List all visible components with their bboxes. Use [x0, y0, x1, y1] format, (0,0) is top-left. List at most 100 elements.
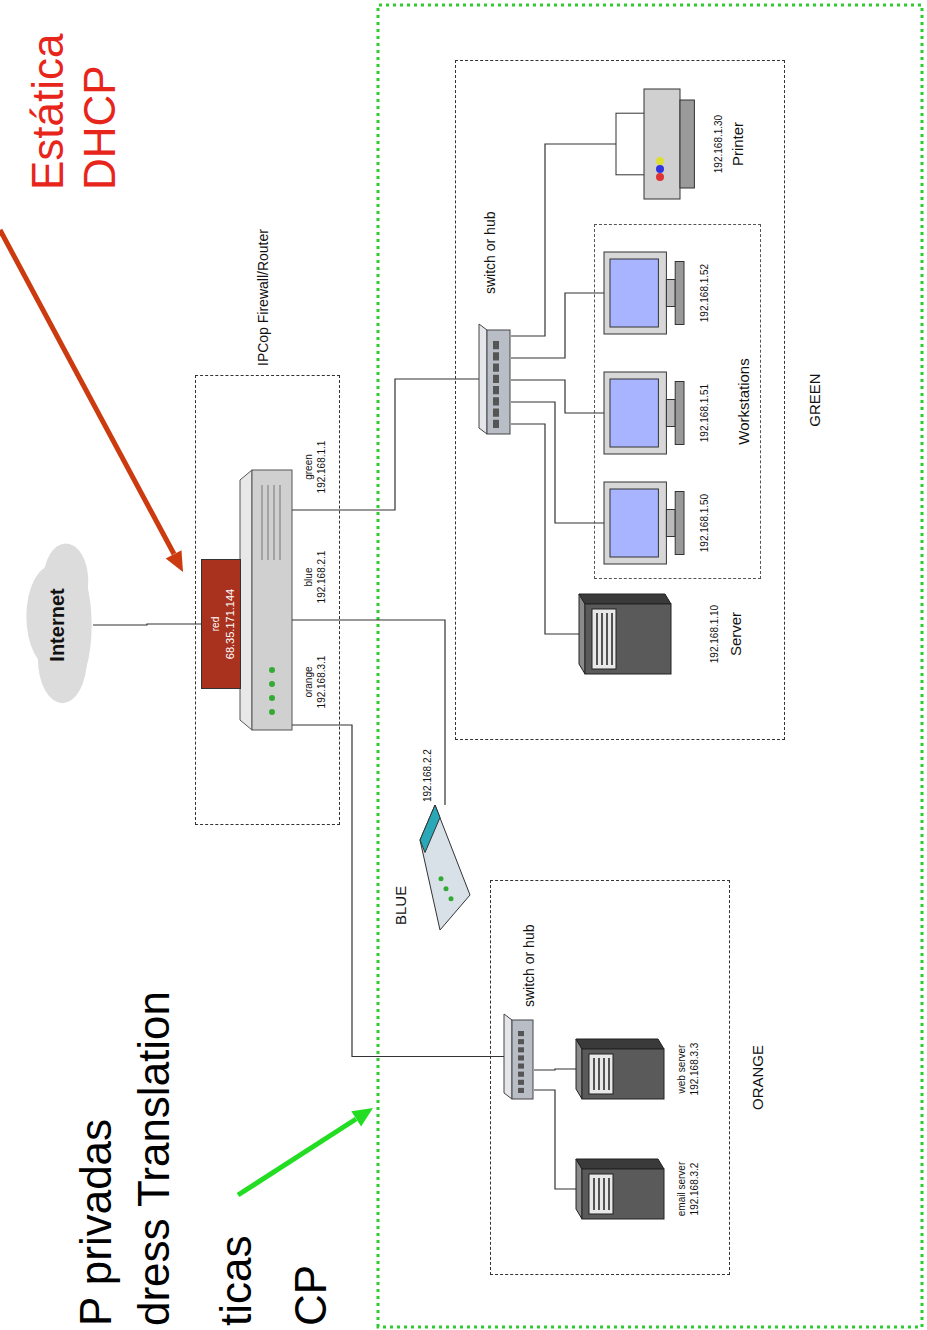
slide-text: dress Translation: [126, 991, 181, 1326]
network-cable: [93, 624, 201, 625]
node-label: switch or hub: [521, 925, 539, 1007]
printer-body: [644, 89, 680, 199]
node-label: 192.168.1.30: [713, 115, 726, 173]
network-cable: [340, 620, 445, 805]
red-arrow-head: [166, 550, 183, 572]
red-arrow-shaft: [0, 230, 174, 554]
access-point-led: [439, 876, 444, 881]
access-point-end: [420, 805, 440, 853]
email-server: email server 192.168.3.2: [576, 1159, 664, 1219]
internet-cloud: Internet: [25, 540, 93, 710]
printer-ink: [656, 157, 664, 165]
network-cable: [511, 380, 604, 413]
text-slot: P privadas: [68, 1119, 123, 1326]
tower-front: [582, 1169, 664, 1219]
tower-panel: [589, 1174, 613, 1214]
switch-port: [518, 1039, 524, 1044]
text-slot: 192.168.1.50: [694, 458, 712, 588]
switch-front: [487, 330, 510, 434]
tower-slot: [598, 1058, 600, 1090]
server-tower: 192.168.1.10Server: [579, 594, 671, 674]
text-slot: 192.168.1.10: [704, 564, 722, 704]
text-slot: email server 192.168.3.2: [676, 1156, 702, 1222]
printer: 192.168.1.30Printer: [616, 89, 696, 199]
node-label: 192.168.1.50: [699, 494, 712, 552]
text-slot: DHCP: [72, 65, 127, 190]
router-led: [269, 667, 275, 673]
network-cable: [511, 402, 604, 523]
text-slot: GREEN: [806, 61, 825, 739]
router-led: [269, 681, 275, 687]
monitor-frame: [604, 372, 666, 454]
monitor-screen: [610, 379, 658, 447]
node-label: switch or hub: [482, 212, 500, 294]
node-label: 192.168.1.51: [699, 384, 712, 442]
node-label: ORANGE: [749, 1045, 768, 1110]
router-device: [240, 470, 292, 730]
printer-paper: [616, 113, 648, 175]
monitor-frame: [604, 252, 666, 334]
tower-side: [579, 594, 671, 604]
slide-text: CP: [283, 1265, 338, 1326]
node-label: GREEN: [806, 373, 825, 426]
interface-label: blue 192.168.2.1: [303, 544, 328, 610]
switch-port: [493, 364, 499, 372]
text-slot: 192.168.1.51: [694, 348, 712, 478]
monitor-foot: [675, 492, 684, 555]
switch-port: [493, 341, 499, 349]
network-cable: [340, 379, 479, 510]
monitor-neck: [666, 400, 675, 427]
switch-top: [504, 1014, 512, 1099]
node-label: Workstations: [735, 358, 754, 444]
switch-port: [518, 1072, 524, 1077]
text-slot: BLUE: [392, 886, 411, 925]
router-vent: [274, 485, 275, 560]
switch-port: [493, 397, 499, 405]
tower-icon: [576, 1159, 664, 1219]
workstation: 192.168.1.52: [604, 248, 684, 338]
network-cable: [511, 144, 616, 336]
node-label: web server 192.168.3.3: [676, 1036, 701, 1102]
switch-icon: [479, 324, 511, 434]
monitor-screen: [610, 259, 658, 327]
text-slot: 192.168.1.30: [708, 79, 726, 209]
monitor-neck: [666, 510, 675, 537]
monitor-foot: [675, 382, 684, 445]
tower-panel: [589, 1054, 613, 1094]
switch-port: [493, 409, 499, 417]
text-slot: 192.168.2.2: [417, 749, 435, 802]
text-slot: red: [205, 560, 223, 688]
router-vent: [280, 485, 281, 560]
workstation: 192.168.1.51: [604, 368, 684, 458]
text-slot: Printer: [729, 79, 748, 209]
node-label: email server 192.168.3.2: [676, 1156, 701, 1222]
router-front: [252, 470, 292, 730]
network-cable: [340, 725, 504, 1057]
node-label: BLUE: [392, 886, 411, 925]
switch-port: [518, 1055, 524, 1060]
tower-slot: [593, 1178, 595, 1210]
network-cable: [534, 1090, 576, 1189]
workstation: 192.168.1.50: [604, 478, 684, 568]
tower-slot: [608, 1058, 610, 1090]
port-wire: [292, 509, 340, 510]
network-cable: [511, 293, 604, 358]
tower-slot: [603, 1058, 605, 1090]
text-slot: green 192.168.1.1: [303, 434, 329, 500]
switch-hub: switch or hub: [504, 1014, 534, 1099]
router-top: [240, 470, 252, 730]
zone-box: GREENswitch or hub192.168.1.10ServerWork…: [455, 60, 785, 740]
switch-port: [493, 386, 499, 394]
access-point-body: [420, 805, 470, 930]
tower-slot: [601, 613, 603, 665]
printer-tray: [680, 100, 694, 188]
access-point: BLUE192.168.2.2: [420, 805, 470, 930]
switch-top: [479, 324, 487, 434]
router-vent: [262, 485, 263, 560]
switch-port: [518, 1031, 524, 1036]
text-slot: 192.168.1.52: [694, 228, 712, 358]
text-slot: dress Translation: [126, 991, 181, 1326]
printer-ink: [656, 173, 664, 181]
node-label: red: [210, 617, 223, 631]
